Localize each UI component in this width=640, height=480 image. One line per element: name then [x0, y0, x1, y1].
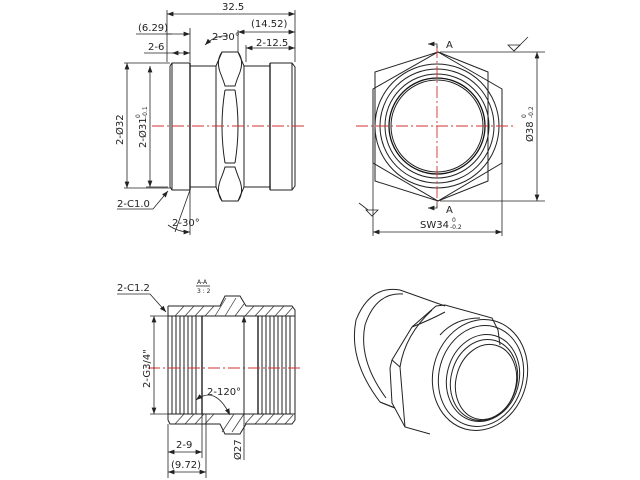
section-scale: 3 : 2 [197, 288, 211, 295]
section-mark-bottom: A [446, 205, 453, 216]
dim-outer-dia: 2-Ø32 [114, 114, 126, 145]
section-mark-top: A [446, 40, 453, 51]
groove-tol-upper: 0 [135, 114, 142, 118]
surface-finish-icon [358, 202, 379, 217]
hex-tol-lower: -0.2 [450, 224, 462, 231]
thread-right [257, 316, 291, 414]
surface-finish-icon [507, 36, 529, 52]
dim-ref-depth: (9.72) [171, 460, 201, 471]
dim-hex-angle: 2-30° [212, 32, 240, 43]
iso-view [353, 288, 529, 435]
dim-chamfer: 2-C1.0 [117, 199, 150, 210]
section-label: A-A [197, 279, 208, 286]
dim-thread-angle: 2-120° [207, 387, 241, 398]
dim-groove-dia: 2-Ø31 [137, 117, 149, 148]
dim-section-chamfer: 2-C1.2 [117, 283, 150, 294]
groove-tol-lower: -0.1 [142, 106, 149, 118]
dim-bottom-angle: 2-30° [172, 218, 200, 229]
dim-thread: 2-G3/4" [142, 349, 153, 388]
hex-tol-upper: 0 [452, 217, 456, 224]
corner-tol-upper: 0 [521, 114, 528, 118]
dim-corner-dia: Ø38 [524, 121, 536, 142]
end-view: A A Ø38 0 -0.2 SW34 0 -0.2 [356, 36, 545, 236]
corner-tol-lower: -0.2 [528, 106, 535, 118]
dim-ref-right: (14.52) [251, 19, 288, 30]
dim-ref-left: (6.29) [138, 23, 168, 34]
dim-across-flats: SW34 [420, 220, 449, 231]
dim-right-step: 2-12.5 [256, 38, 288, 49]
front-view: 32.5 (6.29) 2-6 2-30° (14.52) 2-12.5 2-Ø… [114, 2, 305, 235]
section-view: A-A 3 : 2 [117, 279, 300, 478]
dim-bore-dia: Ø27 [232, 439, 244, 460]
dim-thread-depth: 2-9 [176, 440, 192, 451]
dim-left-step: 2-6 [148, 42, 164, 53]
front-body [169, 51, 296, 202]
dim-overall-length: 32.5 [222, 2, 244, 13]
